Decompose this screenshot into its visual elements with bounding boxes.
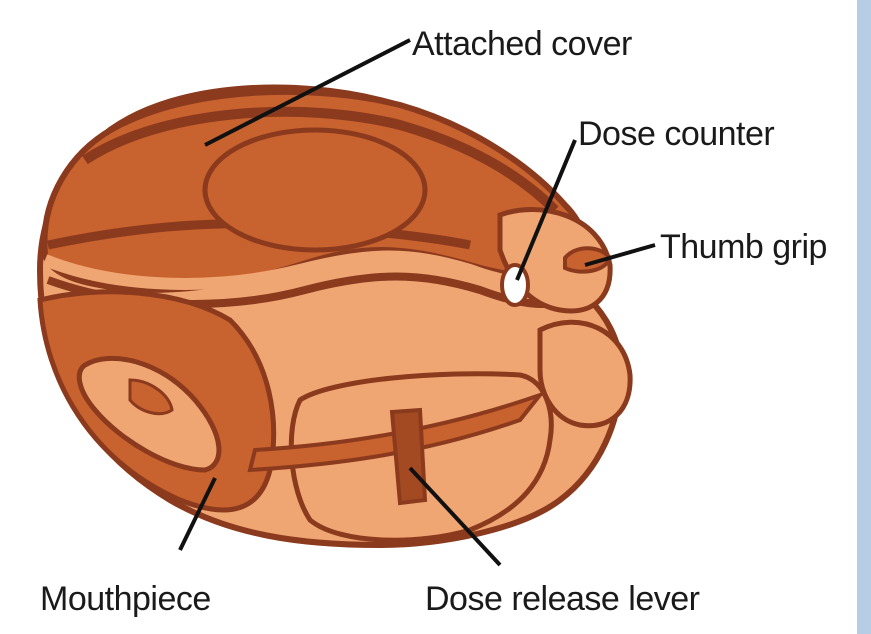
label-dose-counter: Dose counter [578,115,774,153]
right-edge-bar [857,0,871,634]
dose-release-lever-shape [392,410,425,503]
label-dose-release-lever: Dose release lever [425,580,700,618]
dose-counter-window [502,265,528,305]
label-attached-cover: Attached cover [412,25,632,63]
label-thumb-grip: Thumb grip [660,228,827,266]
cover-oval [205,130,425,250]
label-mouthpiece: Mouthpiece [40,580,211,618]
